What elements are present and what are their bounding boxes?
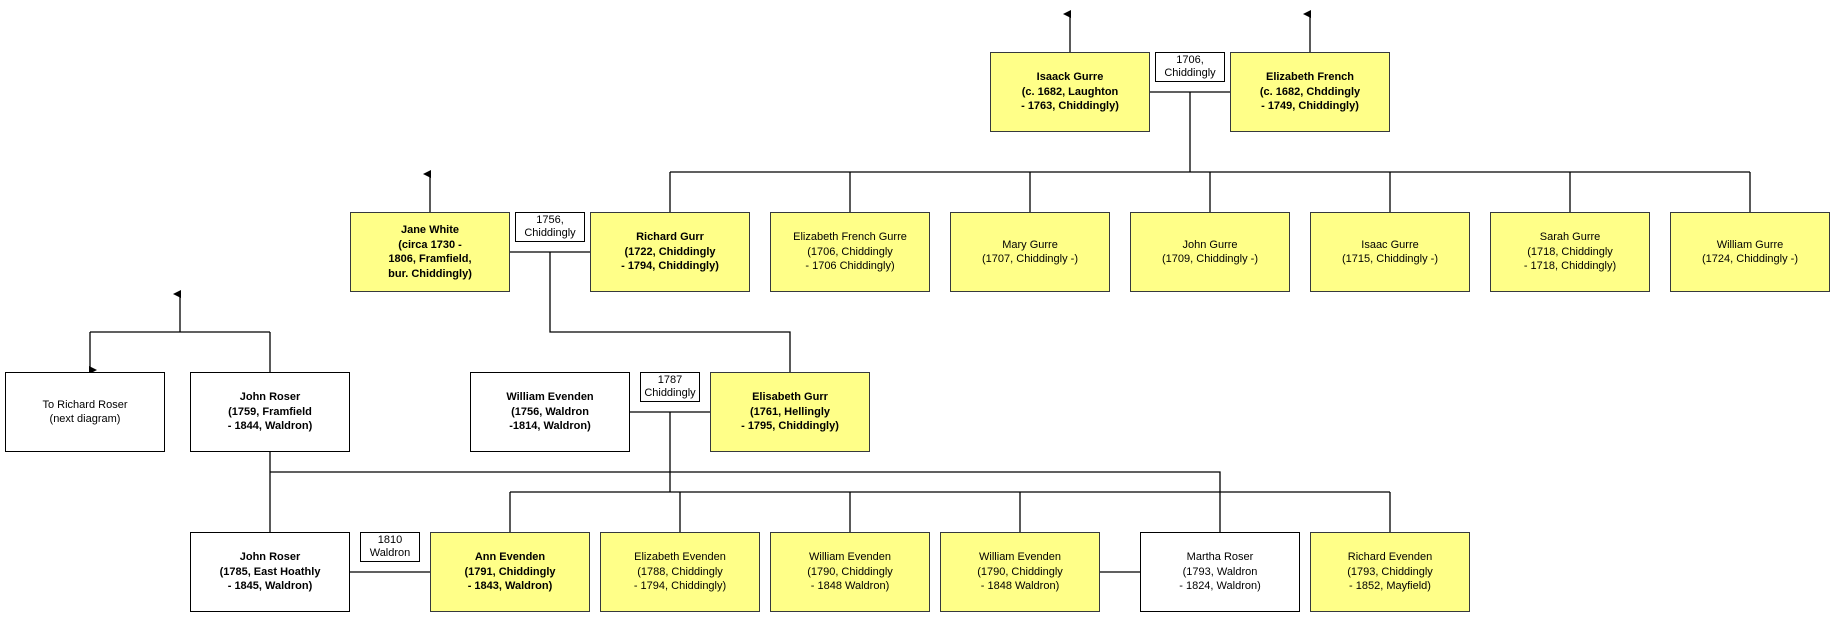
- person-elizabeth-french[interactable]: Elizabeth French (c. 1682, Chddingly - 1…: [1230, 52, 1390, 132]
- person-elizabeth-evenden[interactable]: Elizabeth Evenden (1788, Chiddingly - 17…: [600, 532, 760, 612]
- person-elizabeth-french-gurre[interactable]: Elizabeth French Gurre (1706, Chiddingly…: [770, 212, 930, 292]
- marriage-label-1706: 1706, Chiddingly: [1155, 52, 1225, 82]
- person-william-evenden-1790-b[interactable]: William Evenden (1790, Chiddingly - 1848…: [940, 532, 1100, 612]
- person-richard-evenden[interactable]: Richard Evenden (1793, Chiddingly - 1852…: [1310, 532, 1470, 612]
- person-william-evenden-1790-a[interactable]: William Evenden (1790, Chiddingly - 1848…: [770, 532, 930, 612]
- person-martha-roser[interactable]: Martha Roser (1793, Waldron - 1824, Wald…: [1140, 532, 1300, 612]
- person-isaac-gurre[interactable]: Isaac Gurre (1715, Chiddingly -): [1310, 212, 1470, 292]
- person-william-gurre[interactable]: William Gurre (1724, Chiddingly -): [1670, 212, 1830, 292]
- person-william-evenden-1756[interactable]: William Evenden (1756, Waldron -1814, Wa…: [470, 372, 630, 452]
- person-mary-gurre[interactable]: Mary Gurre (1707, Chiddingly -): [950, 212, 1110, 292]
- person-isaack-gurre[interactable]: Isaack Gurre (c. 1682, Laughton - 1763, …: [990, 52, 1150, 132]
- person-john-roser-1759[interactable]: John Roser (1759, Framfield - 1844, Wald…: [190, 372, 350, 452]
- person-john-roser-1785[interactable]: John Roser (1785, East Hoathly - 1845, W…: [190, 532, 350, 612]
- person-john-gurre[interactable]: John Gurre (1709, Chiddingly -): [1130, 212, 1290, 292]
- person-sarah-gurre[interactable]: Sarah Gurre (1718, Chiddingly - 1718, Ch…: [1490, 212, 1650, 292]
- person-jane-white[interactable]: Jane White (circa 1730 - 1806, Framfield…: [350, 212, 510, 292]
- marriage-label-1787: 1787 Chiddingly: [640, 372, 700, 402]
- marriage-label-1810: 1810 Waldron: [360, 532, 420, 562]
- link-to-richard-roser[interactable]: To Richard Roser (next diagram): [5, 372, 165, 452]
- person-ann-evenden[interactable]: Ann Evenden (1791, Chiddingly - 1843, Wa…: [430, 532, 590, 612]
- person-elisabeth-gurr[interactable]: Elisabeth Gurr (1761, Hellingly - 1795, …: [710, 372, 870, 452]
- person-richard-gurr[interactable]: Richard Gurr (1722, Chiddingly - 1794, C…: [590, 212, 750, 292]
- marriage-label-1756: 1756, Chiddingly: [515, 212, 585, 242]
